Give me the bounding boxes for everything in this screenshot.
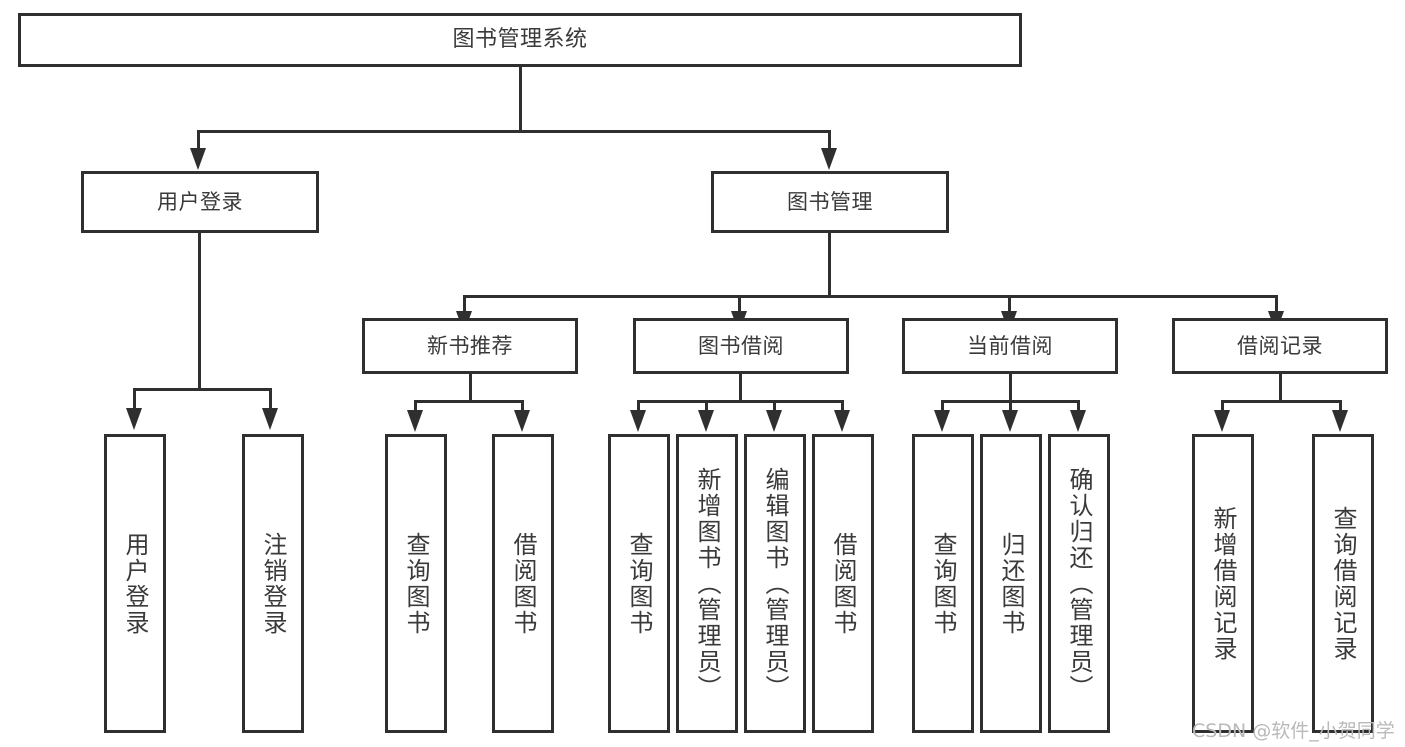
- arrowhead-book-manage: [821, 148, 837, 170]
- node-leaf-borrow-book-2[interactable]: 借阅图书: [812, 434, 874, 733]
- node-borrow-record[interactable]: 借阅记录: [1172, 318, 1388, 374]
- arrowhead-leaf-query-book-3: [934, 410, 950, 432]
- node-label: 图书管理系统: [452, 27, 588, 53]
- connector-br-bus: [1221, 400, 1342, 403]
- connector-book-manage-bus: [463, 295, 1278, 298]
- node-leaf-add-book[interactable]: 新增图书（管理员）: [676, 434, 738, 733]
- node-leaf-logout-login[interactable]: 注销登录: [242, 434, 304, 733]
- node-leaf-confirm-return[interactable]: 确认归还（管理员）: [1048, 434, 1110, 733]
- node-label: 借阅图书: [829, 531, 857, 636]
- node-label: 新增图书（管理员）: [693, 466, 721, 701]
- node-leaf-query-book-1[interactable]: 查询图书: [385, 434, 447, 733]
- connector-bm-branch-1: [463, 295, 466, 313]
- connector-bm-branch-3: [1008, 295, 1011, 313]
- connector-cb-stem: [1009, 374, 1012, 402]
- node-book-manage[interactable]: 图书管理: [711, 171, 949, 233]
- connector-bb-branch-4: [841, 400, 844, 412]
- node-label: 查询图书: [402, 531, 430, 636]
- csdn-watermark: CSDN @软件_小贺同学: [1192, 720, 1395, 742]
- arrowhead-leaf-confirm-return: [1070, 410, 1086, 432]
- node-label: 查询图书: [929, 531, 957, 636]
- connector-br-branch-1: [1221, 400, 1224, 412]
- node-root-system[interactable]: 图书管理系统: [18, 13, 1022, 67]
- node-label: 借阅图书: [509, 531, 537, 636]
- node-label: 新增借阅记录: [1209, 505, 1237, 662]
- node-label: 借阅记录: [1237, 333, 1323, 358]
- arrowhead-leaf-return-book: [1002, 410, 1018, 432]
- node-label: 新书推荐: [427, 333, 513, 358]
- connector-user-login-bus: [133, 388, 271, 391]
- node-leaf-return-book[interactable]: 归还图书: [980, 434, 1042, 733]
- node-label: 编辑图书（管理员）: [761, 466, 789, 701]
- arrowhead-leaf-borrow-book-1: [514, 410, 530, 432]
- node-book-borrow[interactable]: 图书借阅: [633, 318, 849, 374]
- connector-bm-branch-2: [738, 295, 741, 313]
- connector-bb-bus: [637, 400, 843, 403]
- node-label: 用户登录: [157, 189, 243, 214]
- connector-user-login-stem: [198, 233, 201, 388]
- connector-nbr-stem: [469, 374, 472, 402]
- arrowhead-leaf-query-book-2: [630, 410, 646, 432]
- connector-root-to-book-manage: [828, 130, 831, 150]
- connector-user-login-branch-1: [133, 388, 136, 410]
- connector-book-manage-stem: [828, 233, 831, 295]
- connector-nbr-bus: [414, 400, 524, 403]
- node-label: 当前借阅: [967, 333, 1053, 358]
- node-label: 图书管理: [787, 189, 873, 214]
- node-label: 归还图书: [997, 531, 1025, 636]
- connector-bm-branch-4: [1275, 295, 1278, 313]
- connector-root-stem: [519, 67, 522, 130]
- connector-nbr-branch-1: [414, 400, 417, 412]
- node-leaf-user-login[interactable]: 用户登录: [104, 434, 166, 733]
- connector-cb-branch-3: [1077, 400, 1080, 412]
- arrowhead-leaf-query-record: [1332, 410, 1348, 432]
- connector-bb-branch-2: [705, 400, 708, 412]
- node-user-login[interactable]: 用户登录: [81, 171, 319, 233]
- node-leaf-query-book-3[interactable]: 查询图书: [912, 434, 974, 733]
- connector-user-login-branch-2: [269, 388, 272, 410]
- node-new-book-rec[interactable]: 新书推荐: [362, 318, 578, 374]
- connector-root-bus: [197, 130, 831, 133]
- node-leaf-add-record[interactable]: 新增借阅记录: [1192, 434, 1254, 733]
- connector-br-stem: [1279, 374, 1282, 402]
- node-label: 用户登录: [121, 531, 149, 636]
- node-label: 确认归还（管理员）: [1065, 466, 1093, 701]
- node-label: 图书借阅: [698, 333, 784, 358]
- arrowhead-leaf-borrow-book-2: [834, 410, 850, 432]
- connector-nbr-branch-2: [521, 400, 524, 412]
- connector-bb-branch-3: [773, 400, 776, 412]
- node-leaf-query-book-2[interactable]: 查询图书: [608, 434, 670, 733]
- arrowhead-leaf-edit-book: [766, 410, 782, 432]
- node-current-borrow[interactable]: 当前借阅: [902, 318, 1118, 374]
- connector-br-branch-2: [1339, 400, 1342, 412]
- connector-root-to-user-login: [197, 130, 200, 150]
- node-label: 查询借阅记录: [1329, 505, 1357, 662]
- node-leaf-query-record[interactable]: 查询借阅记录: [1312, 434, 1374, 733]
- arrowhead-user-login: [190, 148, 206, 170]
- connector-bb-stem: [739, 374, 742, 402]
- arrowhead-leaf-user-login: [126, 408, 142, 430]
- arrowhead-leaf-query-book-1: [407, 410, 423, 432]
- node-label: 注销登录: [259, 531, 287, 636]
- node-leaf-edit-book[interactable]: 编辑图书（管理员）: [744, 434, 806, 733]
- arrowhead-leaf-add-book: [698, 410, 714, 432]
- connector-cb-branch-1: [941, 400, 944, 412]
- connector-bb-branch-1: [637, 400, 640, 412]
- arrowhead-leaf-logout-login: [262, 408, 278, 430]
- arrowhead-leaf-add-record: [1214, 410, 1230, 432]
- connector-cb-branch-2: [1009, 400, 1012, 412]
- node-leaf-borrow-book-1[interactable]: 借阅图书: [492, 434, 554, 733]
- node-label: 查询图书: [625, 531, 653, 636]
